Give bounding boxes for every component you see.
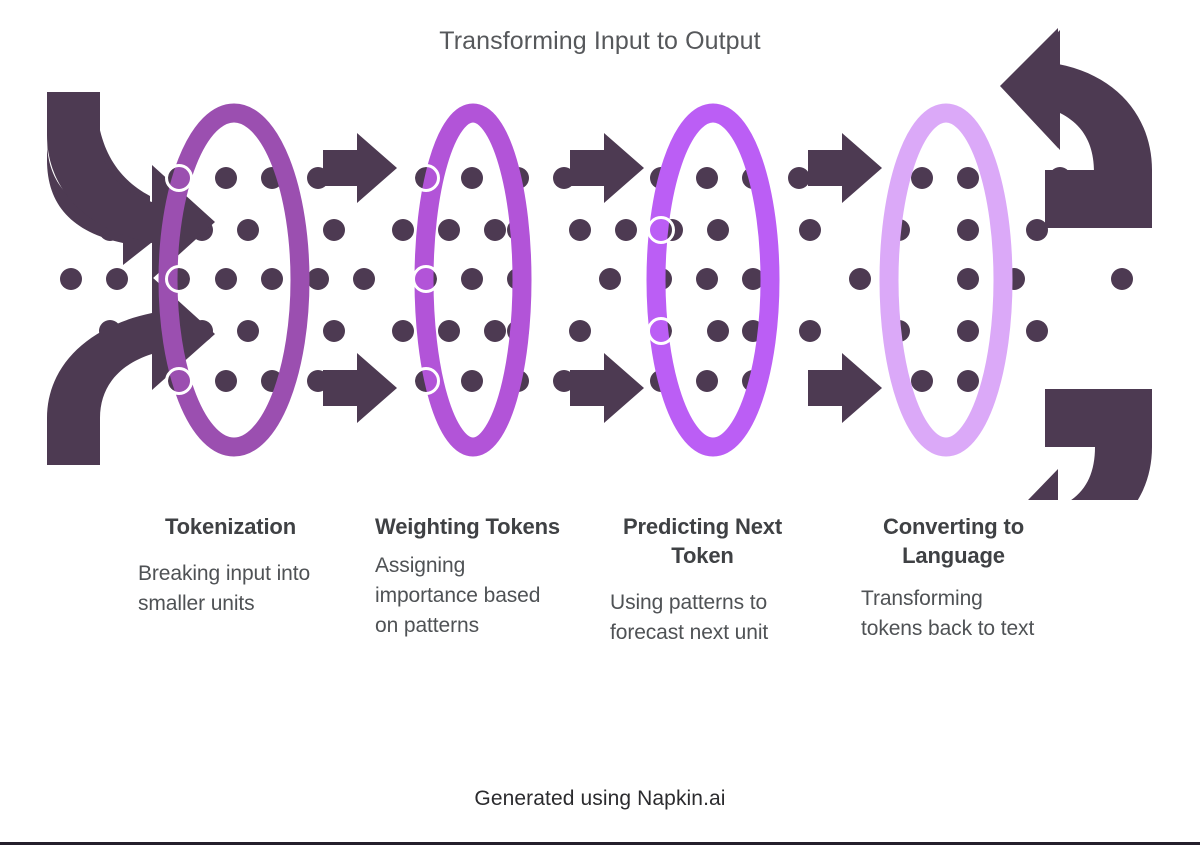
stage-heading: Weighting Tokens — [375, 514, 561, 539]
stage-caption-predicting-next-token: Predicting Next Token Using patterns to … — [610, 512, 795, 648]
curved-arrow-down-right-icon — [1028, 389, 1152, 500]
stage-caption-tokenization: Tokenization Breaking input into smaller… — [138, 512, 323, 619]
stage-body: Transforming tokens back to text — [861, 587, 1035, 640]
dot-grid-icon — [60, 167, 1133, 392]
lens-ellipse-icon-stage-3[interactable] — [646, 103, 780, 457]
curved-arrow-right-up-icon — [47, 277, 215, 465]
lens-dot-highlights — [165, 164, 675, 395]
curved-arrow-up-right-icon — [1000, 28, 1152, 228]
lens-ellipse-icon-stage-4[interactable] — [879, 103, 1013, 457]
stage-body: Assigning importance based on patterns — [375, 554, 541, 637]
lens-ellipse-icon-stage-2[interactable] — [414, 103, 532, 457]
stage-heading: Predicting Next Token — [622, 514, 783, 569]
stage-captions: Tokenization Breaking input into smaller… — [0, 512, 1200, 742]
stage-body: Breaking input into smaller units — [138, 562, 311, 615]
stage-caption-weighting-tokens: Weighting Tokens Assigning importance ba… — [375, 512, 560, 640]
page-title: Transforming Input to Output — [439, 27, 761, 55]
block-arrow-right-icon — [323, 133, 882, 423]
stage-caption-converting-to-language: Converting to Language Transforming toke… — [861, 512, 1046, 644]
attribution-footer: Generated using Napkin.ai — [474, 787, 726, 810]
stage-heading: Converting to Language — [882, 514, 1025, 569]
process-flow-diagram — [47, 28, 1152, 500]
stage-heading: Tokenization — [164, 514, 297, 539]
stage-body: Using patterns to forecast next unit — [610, 591, 769, 644]
